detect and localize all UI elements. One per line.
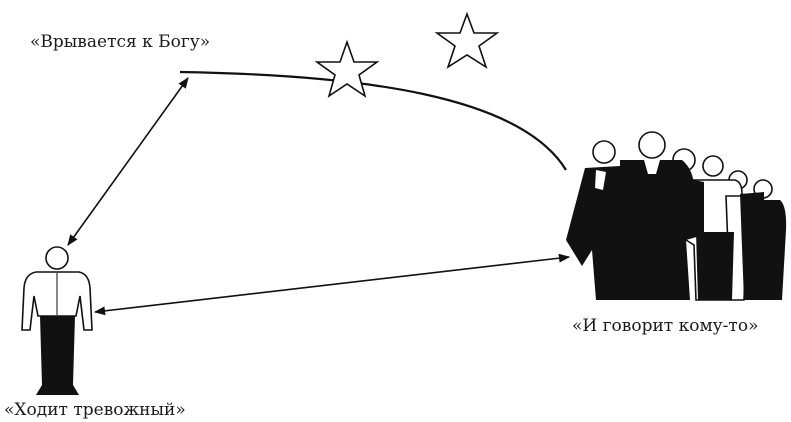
label-god: «Врывается к Богу» bbox=[30, 32, 211, 52]
arc-path bbox=[179, 70, 567, 171]
arrow-person-to-god bbox=[67, 77, 189, 246]
star-icon bbox=[434, 11, 500, 69]
person-figure bbox=[21, 246, 93, 395]
star-icon bbox=[314, 39, 380, 98]
label-person: «Ходит тревожный» bbox=[4, 400, 186, 420]
crowd-figure bbox=[566, 131, 787, 301]
arrow-person-to-crowd bbox=[93, 253, 571, 316]
label-crowd: «И говорит кому-то» bbox=[572, 316, 759, 336]
